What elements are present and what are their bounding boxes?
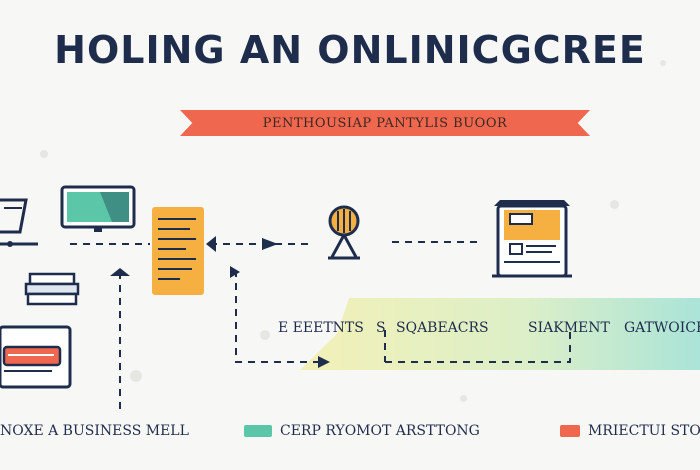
lightbulb-icon — [328, 205, 360, 260]
background-speck — [40, 150, 48, 158]
page-title: HOLING AN ONLINICGCREE — [54, 28, 646, 72]
arrow-head — [318, 356, 330, 368]
storefront-icon — [492, 200, 572, 278]
background-speck — [260, 330, 270, 340]
arrow-head — [262, 238, 278, 250]
legend-swatch-teal — [244, 425, 272, 437]
subtitle-ribbon: PENTHOUSIAP PANTYLIS BUOOR — [180, 110, 590, 136]
laptop-icon — [0, 325, 72, 389]
background-speck — [130, 370, 142, 382]
band-label: S — [376, 320, 386, 336]
legend-swatch-coral — [560, 425, 580, 437]
band-label: E EEETNTS — [278, 320, 364, 336]
band-label: SQABEACRS — [396, 320, 489, 336]
document-icon — [152, 207, 204, 295]
arrow-head — [230, 266, 240, 278]
connector-line — [385, 332, 571, 363]
shopping-cart-icon — [0, 198, 38, 247]
arrow-head — [110, 268, 130, 276]
legend-label: NOXE A BUSINESS MELL — [0, 423, 189, 439]
band-label: GATWOICE — [624, 320, 700, 336]
monitor-icon — [60, 185, 136, 232]
connector-line — [235, 270, 325, 363]
stack-icon — [24, 272, 80, 306]
legend-item: CERP RYOMOT ARSTTONG — [244, 423, 480, 439]
legend-item: MRIECTUI STOC — [560, 423, 700, 439]
legend-label: MRIECTUI STOC — [588, 423, 700, 439]
background-speck — [460, 395, 467, 402]
legend-label: CERP RYOMOT ARSTTONG — [280, 423, 480, 439]
ribbon-text: PENTHOUSIAP PANTYLIS BUOOR — [262, 115, 508, 131]
process-band — [300, 298, 700, 370]
background-speck — [660, 60, 666, 66]
arrow-head — [206, 236, 216, 252]
band-label: SIAKMENT — [528, 320, 610, 336]
background-speck — [610, 200, 619, 209]
legend-item: NOXE A BUSINESS MELL — [0, 423, 189, 439]
